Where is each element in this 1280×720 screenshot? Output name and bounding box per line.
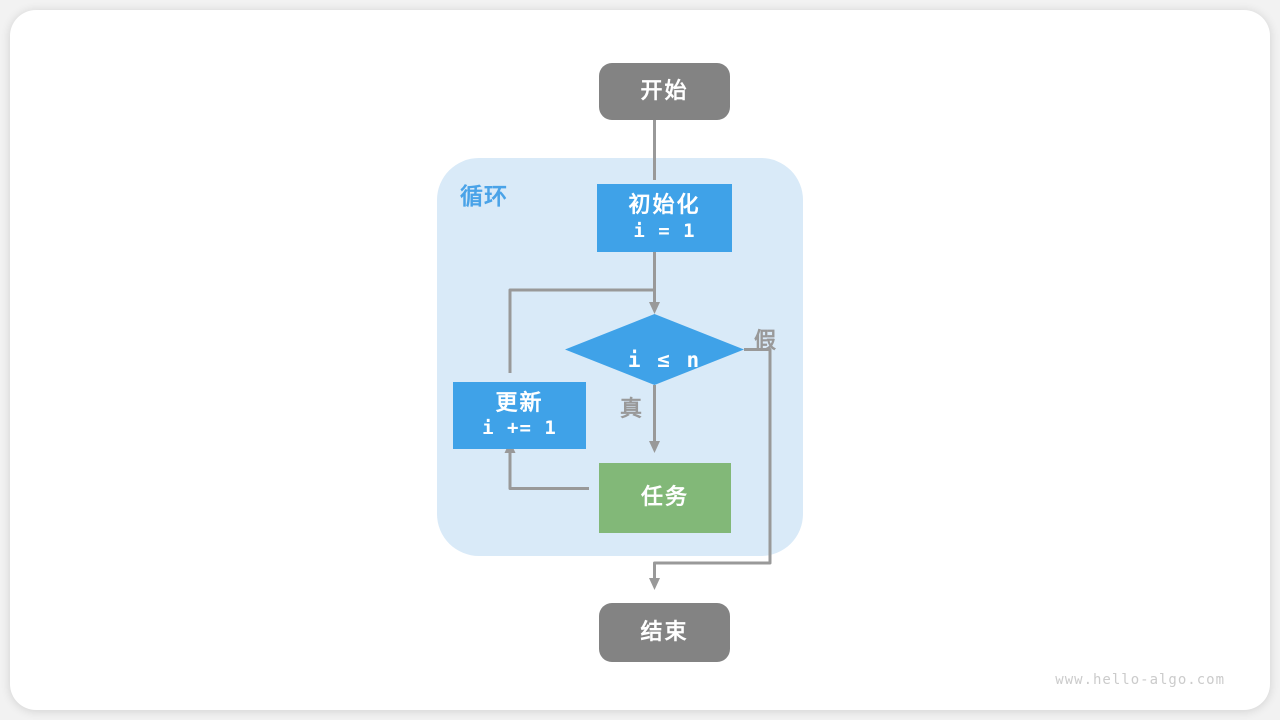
- node-task-label: 任务: [640, 485, 689, 511]
- node-start: 开始: [599, 63, 730, 120]
- node-init: 初始化 i = 1: [597, 184, 732, 252]
- node-start-label: 开始: [640, 78, 689, 104]
- node-update-title: 更新: [495, 390, 544, 416]
- node-update-code: i += 1: [482, 417, 557, 440]
- node-init-title: 初始化: [628, 193, 701, 219]
- node-end-label: 结束: [640, 619, 689, 645]
- loop-region-label: 循环: [460, 184, 508, 210]
- arrowhead-into-end-icon: [649, 578, 660, 590]
- node-task: 任务: [599, 463, 731, 533]
- node-end: 结束: [599, 603, 730, 662]
- watermark: www.hello-algo.com: [1055, 672, 1225, 688]
- edge-label-false: 假: [754, 329, 777, 354]
- node-update: 更新 i += 1: [453, 382, 586, 449]
- node-condition-label: i ≤ n: [627, 347, 702, 372]
- diagram-card: 循环 开始 初始化 i = 1 i ≤ n 假 真 更新 i += 1 任务 结…: [10, 10, 1270, 710]
- edge-label-true: 真: [620, 397, 643, 422]
- node-init-code: i = 1: [633, 219, 696, 242]
